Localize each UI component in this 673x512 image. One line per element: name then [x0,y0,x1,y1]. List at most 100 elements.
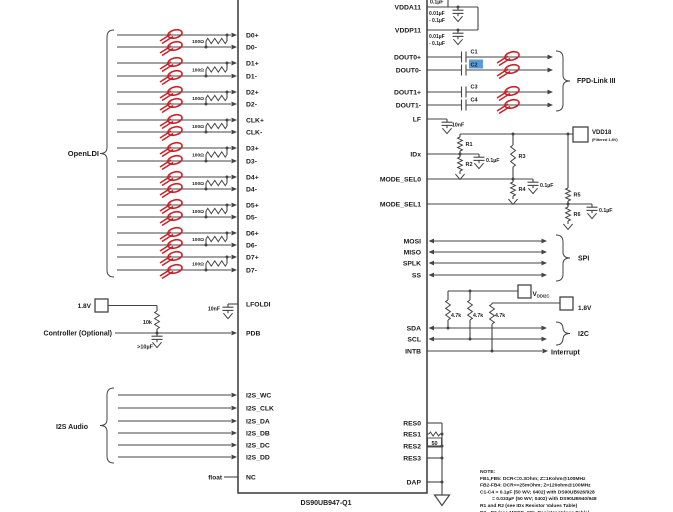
pin-label-MOSI: MOSI [404,238,421,245]
twisted-pair-stroke [167,263,183,275]
brace [555,321,571,346]
supply-terminal [559,296,574,311]
pin-label-D6+: D6+ [246,230,259,237]
vddi2c-label: VDDI2C [533,291,550,299]
twisted-pair-stroke [496,103,509,112]
pdb-cap-label: >10µF [137,345,153,351]
ground-icon [528,187,538,195]
pin-label-D0+: D0+ [246,32,259,39]
twisted-pair-icon [159,85,183,102]
pin-label-D1-: D1- [246,73,257,80]
pin-label-MODE_SEL1: MODE_SEL1 [380,201,421,208]
termination-label: 100Ω [192,152,204,158]
twisted-pair-stroke [167,226,183,238]
pin-label-D1+: D1+ [246,60,259,67]
dap-ground-icon [433,494,451,507]
twisted-pair-icon [159,125,183,142]
pin-label-D2-: D2- [246,101,257,108]
junction-dot [225,146,229,150]
pin-label-PDB: PDB [246,330,260,337]
arrowhead-right [231,418,237,424]
arrowhead-left [428,238,434,244]
pin-label-DOUT1+: DOUT1+ [394,89,421,96]
brace [555,234,571,282]
resistor [205,122,228,130]
cap-value-label: - 0.1µF [429,41,445,47]
pin-label-D6-: D6- [246,242,257,249]
pin-label-D4+: D4+ [246,174,259,181]
pin-label-RES2: RES2 [403,443,421,450]
twisted-pair-stroke [167,170,183,182]
arrowhead-right [541,325,547,331]
arrowhead-right [231,89,237,95]
pin-label-I2S_CLK: I2S_CLK [246,405,274,412]
arrowhead-right [231,454,237,460]
twisted-pair-icon [496,85,520,102]
arrowhead-right [541,260,547,266]
resistor [205,207,228,215]
arrowhead-left [428,260,434,266]
arrowhead-right [231,267,237,273]
note-line: = 0.033µF (50 WV; 0402) with DS90UB940/9… [492,496,597,502]
termination-label: 100Ω [192,96,204,102]
schematic-graphics: 100ΩD0+D0-100ΩD1+D1-100ΩD2+D2-100ΩCLK+CL… [94,0,612,512]
note-line: R3 - R6 (see MODE_SEL Resistor Values Ta… [480,510,590,512]
twisted-pair-stroke [167,154,183,166]
res-50-label: 50 [431,441,437,447]
ground-icon [223,312,233,320]
pin-label-DOUT0+: DOUT0+ [394,54,421,61]
resistor-ref-label: R2 [466,162,473,168]
twisted-pair-icon [159,198,183,215]
twisted-pair-stroke [159,102,172,111]
resistor [205,151,228,158]
pullup-label: 4.7k [495,313,505,319]
junction-dot [225,175,229,179]
twisted-pair-icon [159,238,183,255]
note-line: R1 and R2 (see IDx Resistor Values Table… [480,503,578,509]
pin-label-RES3: RES3 [403,455,421,462]
junction-dot [440,432,444,436]
resistor [456,136,464,152]
junction-dot [440,456,444,460]
arrowhead-left [428,249,434,255]
resistor [488,303,496,325]
interrupt-label: Interrupt [551,350,580,357]
resistor-ref-label: R4 [519,187,527,193]
twisted-pair-stroke [159,159,172,168]
arrowhead-left [428,336,434,342]
junction-dot [204,187,208,191]
termination-label: 100Ω [192,261,204,267]
junction-dot [225,118,229,122]
cap-ref-label: C2 [471,63,478,69]
ground-icon [453,15,463,23]
arrowhead-right [547,102,553,108]
termination-label: 100Ω [192,124,204,130]
arrowhead-right [231,405,237,411]
cap-ref-label: C3 [471,85,478,91]
arrowhead-right [231,60,237,66]
cap-ref-label: C1 [471,50,478,56]
supply-terminal [94,298,109,313]
pin-label-I2S_DC: I2S_DC [246,442,270,449]
twisted-pair-icon [159,182,183,199]
arrowhead-right [547,54,553,60]
resistor [456,156,464,172]
twisted-pair-icon [159,113,183,130]
pin-label-RES1: RES1 [403,431,421,438]
part-number-label: DS90UB947-Q1 [301,500,352,507]
junction-dot [204,268,208,272]
arrowhead-right [231,158,237,164]
pin-label-INTB: INTB [405,348,421,355]
pin-label-I2S_DB: I2S_DB [246,430,270,437]
twisted-pair-icon [159,97,183,114]
twisted-pair-stroke [504,50,520,62]
junction-dot [456,28,460,32]
arrowhead-right [231,430,237,436]
note-line: C1-C4 = 0.1µF (50 WV; 0402) with DS90UB9… [480,489,595,495]
spi-group-label: SPI [578,256,589,263]
twisted-pair-stroke [167,97,183,109]
pin-label-D7-: D7- [246,267,257,274]
junction-dot [225,33,229,37]
twisted-pair-icon [496,50,520,67]
